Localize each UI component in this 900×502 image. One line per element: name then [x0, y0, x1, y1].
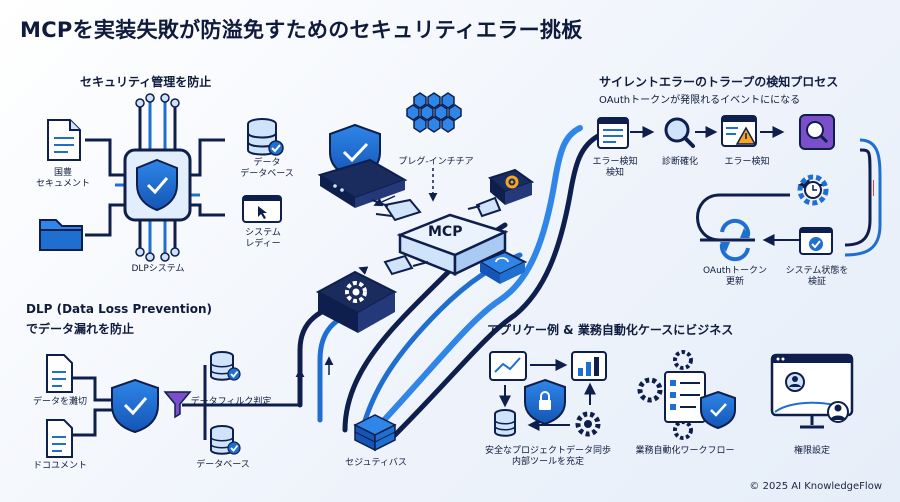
- gear-icon: [575, 411, 601, 437]
- database-icon-4: [494, 409, 516, 437]
- folder-icon: [39, 219, 83, 251]
- label-error-detect-2: エラー検知: [724, 157, 770, 167]
- label-mcp: MCP: [428, 224, 463, 240]
- label-data-filter: データフィルク判定: [190, 397, 272, 407]
- section-subheading-detection: OAuthトークンが発限れるイベントにになる: [599, 95, 801, 106]
- verify-monitor-icon: [799, 227, 833, 255]
- label-data-cut: データを灘切: [32, 397, 87, 407]
- label-system: システム レディー: [245, 228, 281, 250]
- document-icon-2: [46, 354, 73, 393]
- database-icon-3: [210, 425, 241, 455]
- right-bottom-cases: [489, 350, 854, 440]
- document-icon: [47, 119, 81, 161]
- label-oauth-renew: OAuthトークン 更新: [702, 266, 768, 288]
- label-diagnose: 診断確化: [661, 157, 698, 167]
- inspect-icon: [799, 114, 835, 150]
- plug-left-icon: [371, 195, 422, 222]
- lock-shield-icon: [524, 378, 566, 426]
- label-document: 国豊 セキュメント: [35, 168, 90, 190]
- left-top-network: [39, 93, 284, 262]
- gear-server-icon: [315, 266, 398, 333]
- refresh-node-icon: [477, 250, 528, 284]
- security-bus-icon: [353, 414, 397, 452]
- mcp-box: [396, 213, 509, 276]
- label-database: データ データベース: [240, 158, 294, 180]
- center-hub: [295, 92, 603, 452]
- plugin-network-icon: [406, 92, 462, 133]
- log-list-icon: [597, 117, 629, 149]
- document-icon-3: [46, 419, 73, 458]
- section-heading-security: セキュリティ管理を防止: [80, 75, 212, 89]
- filter-icon: [163, 391, 192, 419]
- search-icon: [664, 117, 695, 148]
- workflow-icon: [637, 350, 736, 440]
- label-plugin: プレグ-インチチア: [398, 157, 474, 167]
- label-error-detect: エラー検知 検知: [592, 157, 638, 179]
- database-icon-2: [210, 351, 241, 381]
- left-bottom-flow: [46, 351, 300, 458]
- gear-plug-icon: [467, 168, 535, 218]
- secure-server-icon: [317, 123, 408, 208]
- page-title: MCPを実装失敗が防溢免すためのセキュリティエラー挑板: [20, 18, 583, 42]
- label-security-bus: セジュティバス: [345, 458, 407, 468]
- shield-icon: [111, 378, 159, 434]
- plug-right-icon: [383, 254, 429, 276]
- label-permission: 権限設定: [793, 446, 830, 456]
- label-verify: システム状態を 検証: [785, 266, 849, 288]
- section-heading-dlp-line2: でデータ漏れを防止: [26, 322, 135, 336]
- label-workflow: 業務自動化ワークフロー: [635, 446, 735, 456]
- section-heading-dlp-line1: DLP (Data Loss Prevention): [26, 302, 212, 316]
- label-document-2: ドコユメント: [32, 461, 87, 471]
- section-heading-business: アプリケー例 & 業務自動化ケースにビジネス: [487, 323, 734, 337]
- label-dlp-system: DLPシステム: [131, 264, 185, 274]
- copyright-text: © 2025 AI KnowledgeFlow: [749, 481, 882, 492]
- bar-chart-icon: [571, 351, 607, 381]
- monitor-icon: [242, 195, 282, 223]
- chart-window-icon: [489, 351, 527, 381]
- database-icon: [247, 118, 284, 156]
- label-project-data: 安全なプロジェクトデータ同歩 内部ツールを充定: [484, 446, 611, 468]
- red-marker: [873, 180, 874, 196]
- warning-window-icon: [721, 115, 757, 147]
- gear-clock-icon: [797, 174, 829, 206]
- refresh-icon: [719, 218, 751, 262]
- section-heading-detection: サイレントエラーのトラープの検知プロセス: [599, 75, 839, 89]
- permission-monitor-icon: [770, 353, 854, 429]
- right-top-process: [597, 114, 882, 262]
- label-database-2: データベース: [196, 460, 250, 470]
